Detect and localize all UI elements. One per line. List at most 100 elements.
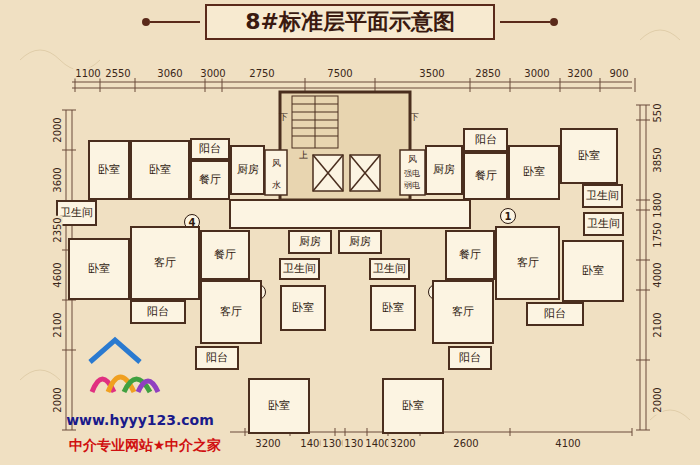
title: 8#标准层平面示意图 <box>245 7 455 37</box>
room: 卫生间 <box>583 212 624 236</box>
room-name: 卧室 <box>578 150 600 162</box>
room-name: 厨房 <box>237 164 259 176</box>
dimension: 2550 <box>103 68 132 79</box>
dimension: 3200 <box>388 438 417 449</box>
room-name: 厨房 <box>349 236 371 248</box>
dimension: 550 <box>652 101 663 124</box>
room-name: 卫生间 <box>586 190 619 202</box>
room: 卧室 <box>370 285 416 331</box>
room-name: 卧室 <box>292 302 314 314</box>
dimension: 2000 <box>52 115 63 144</box>
room: 厨房 <box>230 145 265 195</box>
room: 厨房 <box>425 145 463 195</box>
dimension: 4600 <box>52 260 63 289</box>
room-name: 阳台 <box>147 306 169 318</box>
dimension: 3000 <box>522 68 551 79</box>
room: 卧室 <box>382 378 444 434</box>
stair-note: 下 <box>410 113 419 123</box>
room: 客厅 <box>495 226 560 300</box>
room: 阳台 <box>448 346 492 370</box>
dimension: 4100 <box>553 438 582 449</box>
room: 阳台 <box>190 138 230 160</box>
room: 卫生间 <box>582 184 623 208</box>
room-name: 卫生间 <box>60 207 93 219</box>
shaft-note: 风 <box>408 155 417 165</box>
dimension: 7500 <box>325 68 354 79</box>
callout-number: 1 <box>505 211 512 222</box>
dimension: 2600 <box>451 438 480 449</box>
room: 阳台 <box>195 346 239 370</box>
dimension: 3200 <box>253 438 282 449</box>
room-name: 餐厅 <box>214 249 236 261</box>
room-name: 客厅 <box>452 306 474 318</box>
room-name: 卧室 <box>149 164 171 176</box>
room: 餐厅 <box>200 230 250 280</box>
room: 卫生间 <box>369 258 410 280</box>
dimension: 3060 <box>155 68 184 79</box>
dimension: 1750 <box>652 220 663 249</box>
room: 阳台 <box>130 300 186 324</box>
room-name: 卧室 <box>98 164 120 176</box>
room: 卧室 <box>248 378 310 434</box>
room: 卫生间 <box>279 258 320 280</box>
dimension: 3600 <box>52 165 63 194</box>
shaft-note: 强电 <box>404 170 420 179</box>
dimension: 2750 <box>247 68 276 79</box>
room-name: 厨房 <box>433 164 455 176</box>
room: 厨房 <box>338 230 382 254</box>
dimension: 3200 <box>565 68 594 79</box>
dimension: 4000 <box>652 260 663 289</box>
room-name: 阳台 <box>206 352 228 364</box>
shaft-note: 水 <box>272 181 281 191</box>
room: 餐厅 <box>190 160 230 200</box>
dimension: 3850 <box>652 145 663 174</box>
dimension: 2000 <box>652 385 663 414</box>
room-name: 阳台 <box>475 134 497 146</box>
room-name: 卫生间 <box>283 263 316 275</box>
room: 餐厅 <box>445 230 495 280</box>
dimension: 3000 <box>198 68 227 79</box>
dimension: 3500 <box>417 68 446 79</box>
watermark: www.hyyy123.com <box>66 413 214 428</box>
dimension: 2350 <box>52 215 63 244</box>
room-name: 卧室 <box>523 166 545 178</box>
room-name: 卫生间 <box>587 218 620 230</box>
watermark: 中介专业网站★中介之家 <box>69 438 222 453</box>
room: 客厅 <box>130 226 200 300</box>
dimension: 2100 <box>652 310 663 339</box>
stair-note: 上 <box>299 151 308 161</box>
logo <box>90 340 158 392</box>
room-name: 卧室 <box>382 302 404 314</box>
room: 卧室 <box>130 140 190 200</box>
room-name: 阳台 <box>199 143 221 155</box>
dimension: 2000 <box>52 385 63 414</box>
room-name: 客厅 <box>220 306 242 318</box>
room-name: 卧室 <box>402 400 424 412</box>
room-name: 卫生间 <box>373 263 406 275</box>
dimension: 900 <box>607 68 630 79</box>
room-name: 卧室 <box>268 400 290 412</box>
room-name: 客厅 <box>154 257 176 269</box>
room-name: 客厅 <box>517 257 539 269</box>
room-name: 餐厅 <box>475 170 497 182</box>
callout-circle: 1 <box>500 208 516 224</box>
room: 餐厅 <box>463 152 508 200</box>
room-name: 餐厅 <box>199 174 221 186</box>
room: 卧室 <box>562 240 624 302</box>
room: 卧室 <box>280 285 326 331</box>
room: 卧室 <box>508 145 560 200</box>
dimension: 2100 <box>52 310 63 339</box>
room: 阳台 <box>463 128 508 152</box>
room-name: 卧室 <box>88 263 110 275</box>
stair-note: 下 <box>279 113 288 123</box>
dimension: 1100 <box>73 68 102 79</box>
room: 阳台 <box>526 302 584 326</box>
shaft-note: 弱电 <box>404 182 420 191</box>
room: 卧室 <box>68 238 130 300</box>
room: 卧室 <box>88 140 130 200</box>
room: 客厅 <box>200 280 262 344</box>
title-box: 8#标准层平面示意图 <box>205 4 495 40</box>
room-name: 阳台 <box>459 352 481 364</box>
room-name: 阳台 <box>544 308 566 320</box>
